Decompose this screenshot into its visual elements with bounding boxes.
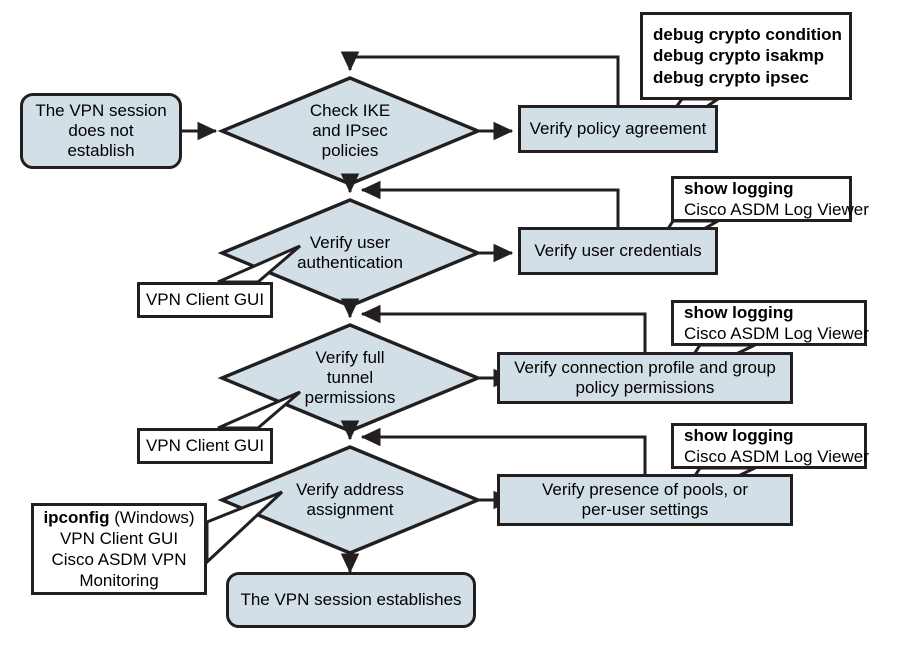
callout-vpn-client-gui-1: VPN Client GUI <box>137 282 273 318</box>
callout-line: VPN Client GUI <box>145 290 265 310</box>
node-action1-label: Verify policy agreement <box>529 118 707 138</box>
callout-line: Cisco ASDM Log Viewer <box>684 447 869 466</box>
vpn-gui1-callout-tail <box>217 244 301 284</box>
vpn-gui2-callout-tail <box>217 390 301 430</box>
decision3-shape <box>217 323 483 433</box>
node-end: The VPN session establishes <box>226 572 476 628</box>
callout-line: VPN Client GUI <box>145 436 265 456</box>
decision1-shape <box>217 76 483 186</box>
node-action2: Verify user credentials <box>518 227 718 275</box>
callout-line: debug crypto isakmp <box>653 46 824 66</box>
node-action2-label: Verify user credentials <box>534 240 702 260</box>
connector-action4-feedback-to-column <box>360 427 647 474</box>
callout-line: debug crypto condition <box>653 25 842 45</box>
callout-line: show logging <box>684 302 794 322</box>
connector-action1-loopback-to-decision1 <box>340 51 620 105</box>
node-action1: Verify policy agreement <box>518 105 718 153</box>
connector-action3-feedback-to-column <box>360 304 647 352</box>
callout-line: Monitoring <box>79 571 159 591</box>
callout-line: show logging <box>684 178 794 198</box>
callout-line-bold-prefix: ipconfig <box>43 507 110 527</box>
ipconfig-callout-tail <box>205 490 284 566</box>
callout-vpn-client-gui-2: VPN Client GUI <box>137 428 273 464</box>
callout-line: Cisco ASDM Log Viewer <box>684 324 869 343</box>
callout-line: show logging <box>684 425 794 445</box>
callout-line: Cisco ASDM VPN <box>51 550 187 569</box>
callout-line: Cisco ASDM Log Viewer <box>684 200 869 219</box>
callout-line: VPN Client GUI <box>59 528 179 548</box>
callout-ipconfig-tools: ipconfig (Windows)VPN Client GUI Cisco AS… <box>31 503 207 595</box>
callout-line: ipconfig (Windows) <box>43 507 195 527</box>
connector-action2-feedback-to-column <box>360 180 620 227</box>
callout-line: debug crypto ipsec <box>653 67 809 87</box>
node-end-label: The VPN session establishes <box>240 589 462 609</box>
